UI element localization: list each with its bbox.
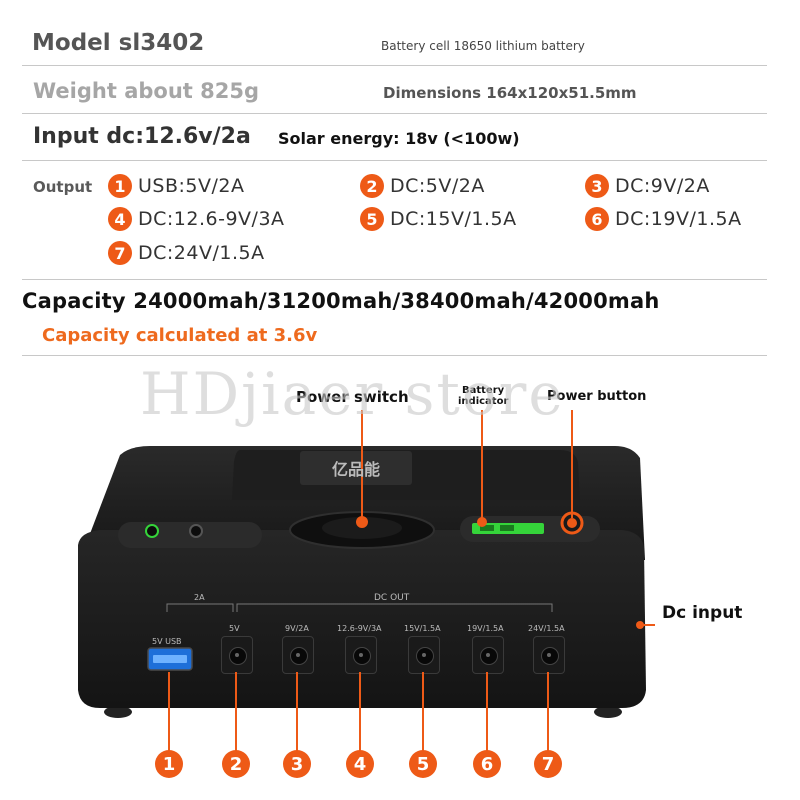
callout-line [168,672,170,752]
divider [22,355,767,356]
port-number-badge: 3 [283,750,311,778]
callout-dot [567,518,577,528]
input-text: Input dc:12.6v/2a [33,124,251,149]
battery-level-segment [480,525,494,531]
number-badge: 5 [360,207,384,231]
output-item-text: DC:9V/2A [615,175,710,197]
power-switch-label: Power switch [296,388,409,406]
callout-dot [636,621,644,629]
dc-port-15v [408,636,440,674]
port-number-badge: 2 [222,750,250,778]
output-item-text: DC:15V/1.5A [390,208,517,230]
callout-line [296,672,298,752]
port-number-badge: 4 [346,750,374,778]
brand-plate [300,451,412,485]
device-front [78,530,646,708]
number-badge: 6 [585,207,609,231]
dc-port-5v [221,636,253,674]
capacity-note: Capacity calculated at 3.6v [42,325,318,346]
output-item-2: 2 DC:5V/2A [360,174,485,198]
number-badge: 7 [108,241,132,265]
callout-line [486,672,488,752]
dc-group-label: DC OUT [374,593,410,603]
output-item-1: 1 USB:5V/2A [108,174,244,198]
output-label: Output [33,178,93,196]
number-badge: 1 [108,174,132,198]
callout-line [422,672,424,752]
capacity-text: Capacity 24000mah/31200mah/38400mah/4200… [22,289,660,313]
callout-dot [356,516,368,528]
watermark: HDjiaer store [140,360,565,428]
port-label: 12.6-9V/3A [337,624,382,633]
output-item-text: DC:12.6-9V/3A [138,208,285,230]
output-item-text: USB:5V/2A [138,175,245,197]
battery-indicator-label-line2: indicator [458,396,509,407]
number-badge: 3 [585,174,609,198]
output-item-3: 3 DC:9V/2A [585,174,710,198]
dimensions-text: Dimensions 164x120x51.5mm [383,84,637,102]
callout-line [359,672,361,752]
brand-mark: 亿品能 [331,460,380,479]
output-item-text: DC:5V/2A [390,175,485,197]
output-item-7: 7 DC:24V/1.5A [108,241,265,265]
divider [22,160,767,161]
status-led-icon [145,524,159,538]
callout-line [547,672,549,752]
usb-group-bracket [166,603,234,612]
callout-dot [477,517,487,527]
status-led-icon [189,524,203,538]
port-number-badge: 7 [534,750,562,778]
battery-cell-text: Battery cell 18650 lithium battery [381,39,585,53]
device-foot [104,706,132,718]
battery-indicator-label-line1: Battery [462,385,505,396]
dc-group-bracket [236,603,553,612]
dc-port-19v [472,636,504,674]
dc-port-12v [345,636,377,674]
port-number-badge: 5 [409,750,437,778]
usb-port-tongue [153,655,187,663]
port-label: 9V/2A [285,624,309,633]
number-badge: 4 [108,207,132,231]
dc-port-24v [533,636,565,674]
model-text: Model sl3402 [32,30,205,56]
device-foot [594,706,622,718]
output-item-6: 6 DC:19V/1.5A [585,207,742,231]
divider [22,65,767,66]
output-item-4: 4 DC:12.6-9V/3A [108,207,285,231]
port-label: 19V/1.5A [467,624,504,633]
weight-text: Weight about 825g [33,79,259,103]
port-label: 5V USB [152,637,182,646]
port-label: 15V/1.5A [404,624,441,633]
solar-text: Solar energy: 18v (<100w) [278,129,520,148]
dc-port-9v [282,636,314,674]
output-item-text: DC:19V/1.5A [615,208,742,230]
battery-level-segment [500,525,514,531]
usb-group-label: 2A [194,593,205,602]
output-item-text: DC:24V/1.5A [138,242,265,264]
port-label: 24V/1.5A [528,624,565,633]
callout-line [235,672,237,752]
divider [22,279,767,280]
port-number-badge: 6 [473,750,501,778]
number-badge: 2 [360,174,384,198]
output-item-5: 5 DC:15V/1.5A [360,207,517,231]
dc-input-label: Dc input [662,603,743,623]
port-label: 5V [229,624,240,633]
left-indicator-panel [118,522,262,548]
divider [22,113,767,114]
port-number-badge: 1 [155,750,183,778]
power-button-label: Power button [547,389,647,404]
